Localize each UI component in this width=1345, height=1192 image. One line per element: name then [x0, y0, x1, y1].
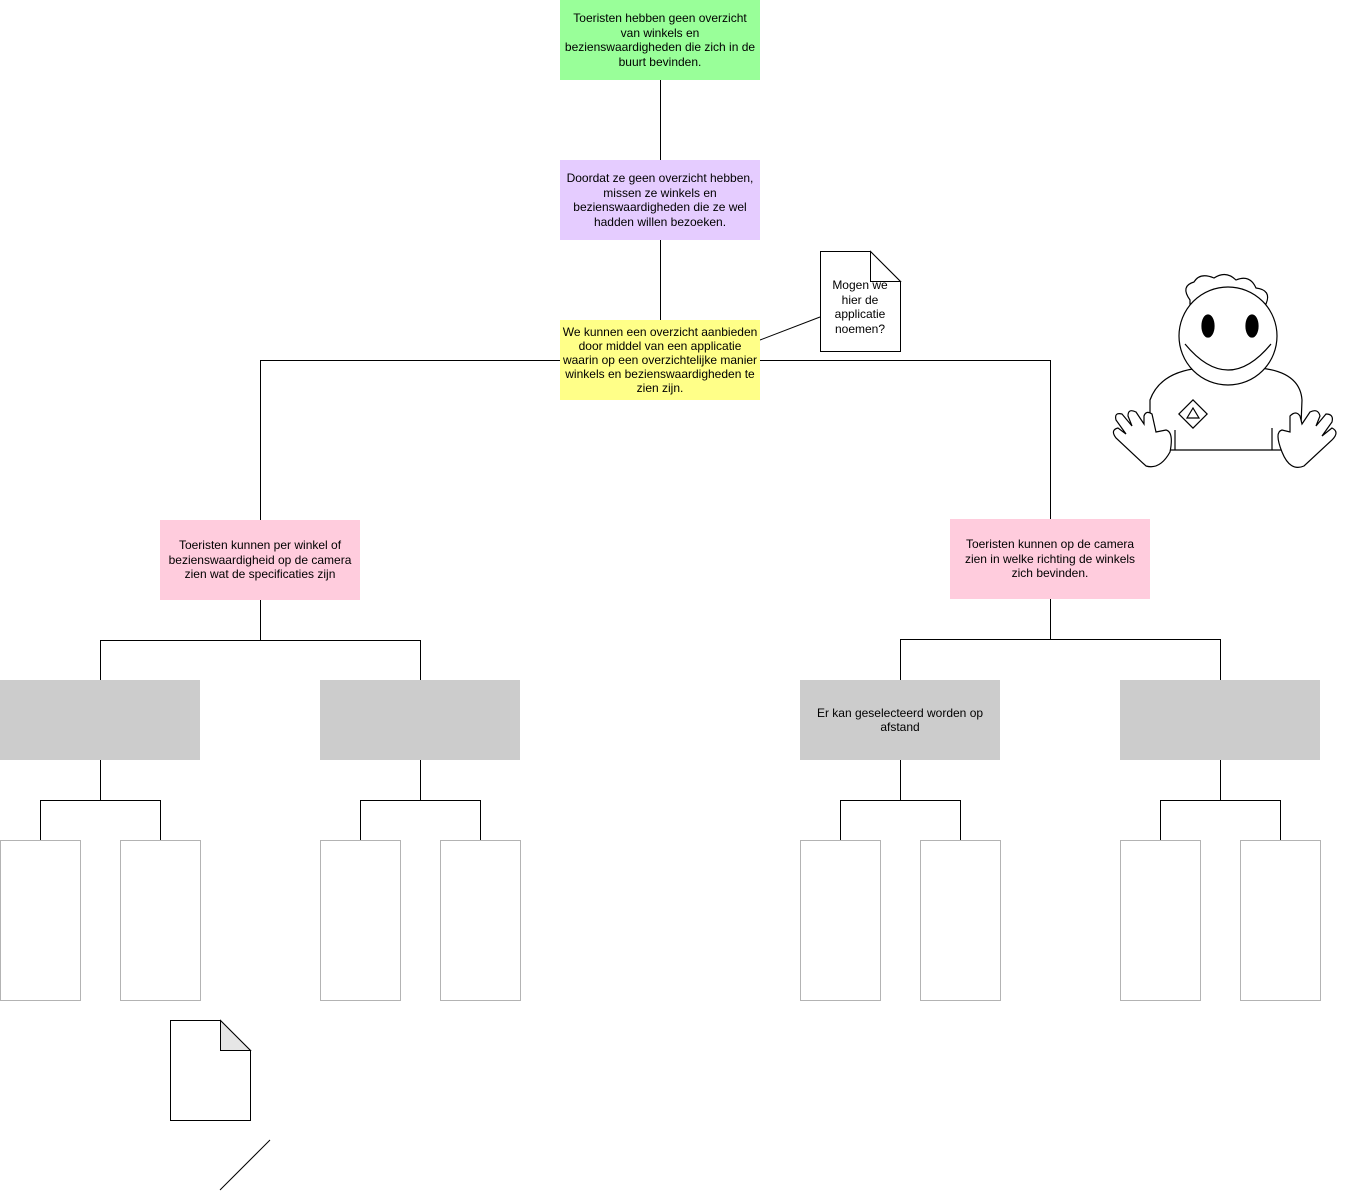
leaf-node[interactable] [0, 840, 81, 1001]
left-hand-icon [1112, 410, 1172, 468]
left-branch-node[interactable]: Toeristen kunnen per winkel of bezienswa… [160, 520, 360, 600]
connector-solution-note [759, 316, 821, 341]
connector-right-subs [900, 639, 1221, 680]
solution-node[interactable]: We kunnen een overzicht aanbieden door m… [560, 320, 760, 400]
cause-node-label: Doordat ze geen overzicht hebben, missen… [566, 171, 754, 229]
leaf-node[interactable] [1120, 840, 1201, 1001]
problem-node[interactable]: Toeristen hebben geen overzicht van wink… [560, 0, 760, 80]
connector-left-subs [100, 640, 421, 680]
top-note-label: Mogen we hier de applicatie noemen? [832, 278, 888, 336]
leaf-node[interactable] [920, 840, 1001, 1001]
top-note[interactable]: Mogen we hier de applicatie noemen? [820, 270, 900, 344]
connectors [40, 80, 1281, 1191]
waving-person-icon [1112, 273, 1337, 468]
right-branch-node[interactable]: Toeristen kunnen op de camera zien in we… [950, 519, 1150, 599]
cause-node[interactable]: Doordat ze geen overzicht hebben, missen… [560, 160, 760, 240]
bottom-note[interactable] [170, 1040, 250, 1110]
leaf-node[interactable] [320, 840, 401, 1001]
top-note-shape [820, 250, 902, 352]
right-eye [1245, 314, 1259, 338]
left-branch-node-label: Toeristen kunnen per winkel of bezienswa… [168, 538, 352, 582]
leaf-node[interactable] [800, 840, 881, 1001]
solution-node-label: We kunnen een overzicht aanbieden door m… [562, 325, 758, 395]
connector-sub4-leaf-bar [1160, 800, 1281, 840]
problem-node-label: Toeristen hebben geen overzicht van wink… [564, 11, 756, 69]
right-hand-icon [1277, 410, 1337, 468]
left-sub-node-1[interactable] [0, 680, 200, 760]
leaf-node[interactable] [440, 840, 521, 1001]
leaf-node[interactable] [1240, 840, 1321, 1001]
connector-sub2-leaf-bar [360, 800, 481, 840]
connector-solution-left [260, 360, 560, 520]
right-branch-node-label: Toeristen kunnen op de camera zien in we… [964, 537, 1136, 581]
left-sub-node-2[interactable] [320, 680, 520, 760]
right-sub-node-2[interactable] [1120, 680, 1320, 760]
smile [1184, 343, 1272, 371]
leaf-node[interactable] [120, 840, 201, 1001]
badge-icon [1178, 399, 1208, 429]
connector-sub1-leaf-bar [40, 800, 161, 840]
stray-line [219, 1139, 271, 1191]
head-shape [1178, 286, 1278, 386]
connector-sub3-leaf-bar [840, 800, 961, 840]
right-sub-node-1[interactable]: Er kan geselecteerd worden op afstand [800, 680, 1000, 760]
connector-solution-right [760, 360, 1051, 519]
right-sub-node-1-label: Er kan geselecteerd worden op afstand [816, 705, 984, 735]
badge-triangle [1185, 406, 1201, 419]
left-eye [1201, 314, 1215, 338]
bottom-note-shape [170, 1019, 252, 1121]
